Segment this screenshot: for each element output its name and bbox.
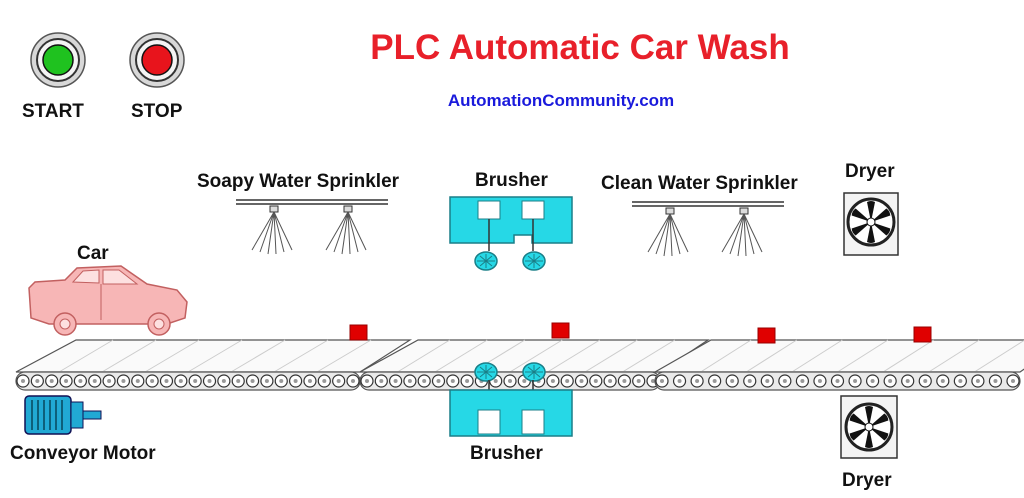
dryer-top-label: Dryer xyxy=(845,161,895,182)
brush-wheel-icon xyxy=(474,251,498,271)
sprinkler-pipe xyxy=(236,199,388,205)
soapy-water-sprinkler xyxy=(236,199,388,255)
start-button-icon[interactable] xyxy=(30,32,86,88)
brusher-top-label: Brusher xyxy=(475,170,548,191)
sensor-1 xyxy=(349,324,368,341)
conveyor-belt-1 xyxy=(15,339,413,391)
site-link[interactable]: AutomationCommunity.com xyxy=(447,91,675,110)
motor-icon xyxy=(24,395,102,435)
sensor-2 xyxy=(551,322,570,339)
car-icon xyxy=(28,265,188,336)
brush-wheel-icon xyxy=(522,362,546,382)
car-label: Car xyxy=(77,243,109,264)
brush-wheel-icon xyxy=(522,251,546,271)
stop-label: STOP xyxy=(131,101,183,122)
fan-icon xyxy=(843,192,899,256)
sprinkler-icon xyxy=(325,205,367,255)
conveyor-belt-3 xyxy=(652,339,1024,391)
start-label: START xyxy=(22,101,84,122)
sprinkler-icon xyxy=(251,205,293,255)
brusher-top xyxy=(449,196,573,271)
sprinkler-icon xyxy=(647,207,689,257)
conveyor-motor-label: Conveyor Motor xyxy=(10,443,156,464)
sensor-4 xyxy=(913,326,932,343)
conveyor xyxy=(15,339,1024,391)
brush-wheel-icon xyxy=(474,362,498,382)
soapy-water-sprinkler-label: Soapy Water Sprinkler xyxy=(197,171,400,192)
sensor-3 xyxy=(757,327,776,344)
stop-button-icon[interactable] xyxy=(129,32,185,88)
brusher-bottom xyxy=(449,362,573,437)
sprinkler-icon xyxy=(721,207,763,257)
conveyor-belt-2 xyxy=(359,339,710,391)
sprinkler-pipe xyxy=(632,201,784,207)
clean-water-sprinkler xyxy=(632,201,784,257)
fan-icon xyxy=(840,395,898,459)
page-title: PLC Automatic Car Wash xyxy=(370,28,790,67)
brusher-bottom-label: Brusher xyxy=(470,443,543,464)
dryer-bottom-label: Dryer xyxy=(842,470,892,491)
clean-water-sprinkler-label: Clean Water Sprinkler xyxy=(601,173,798,194)
